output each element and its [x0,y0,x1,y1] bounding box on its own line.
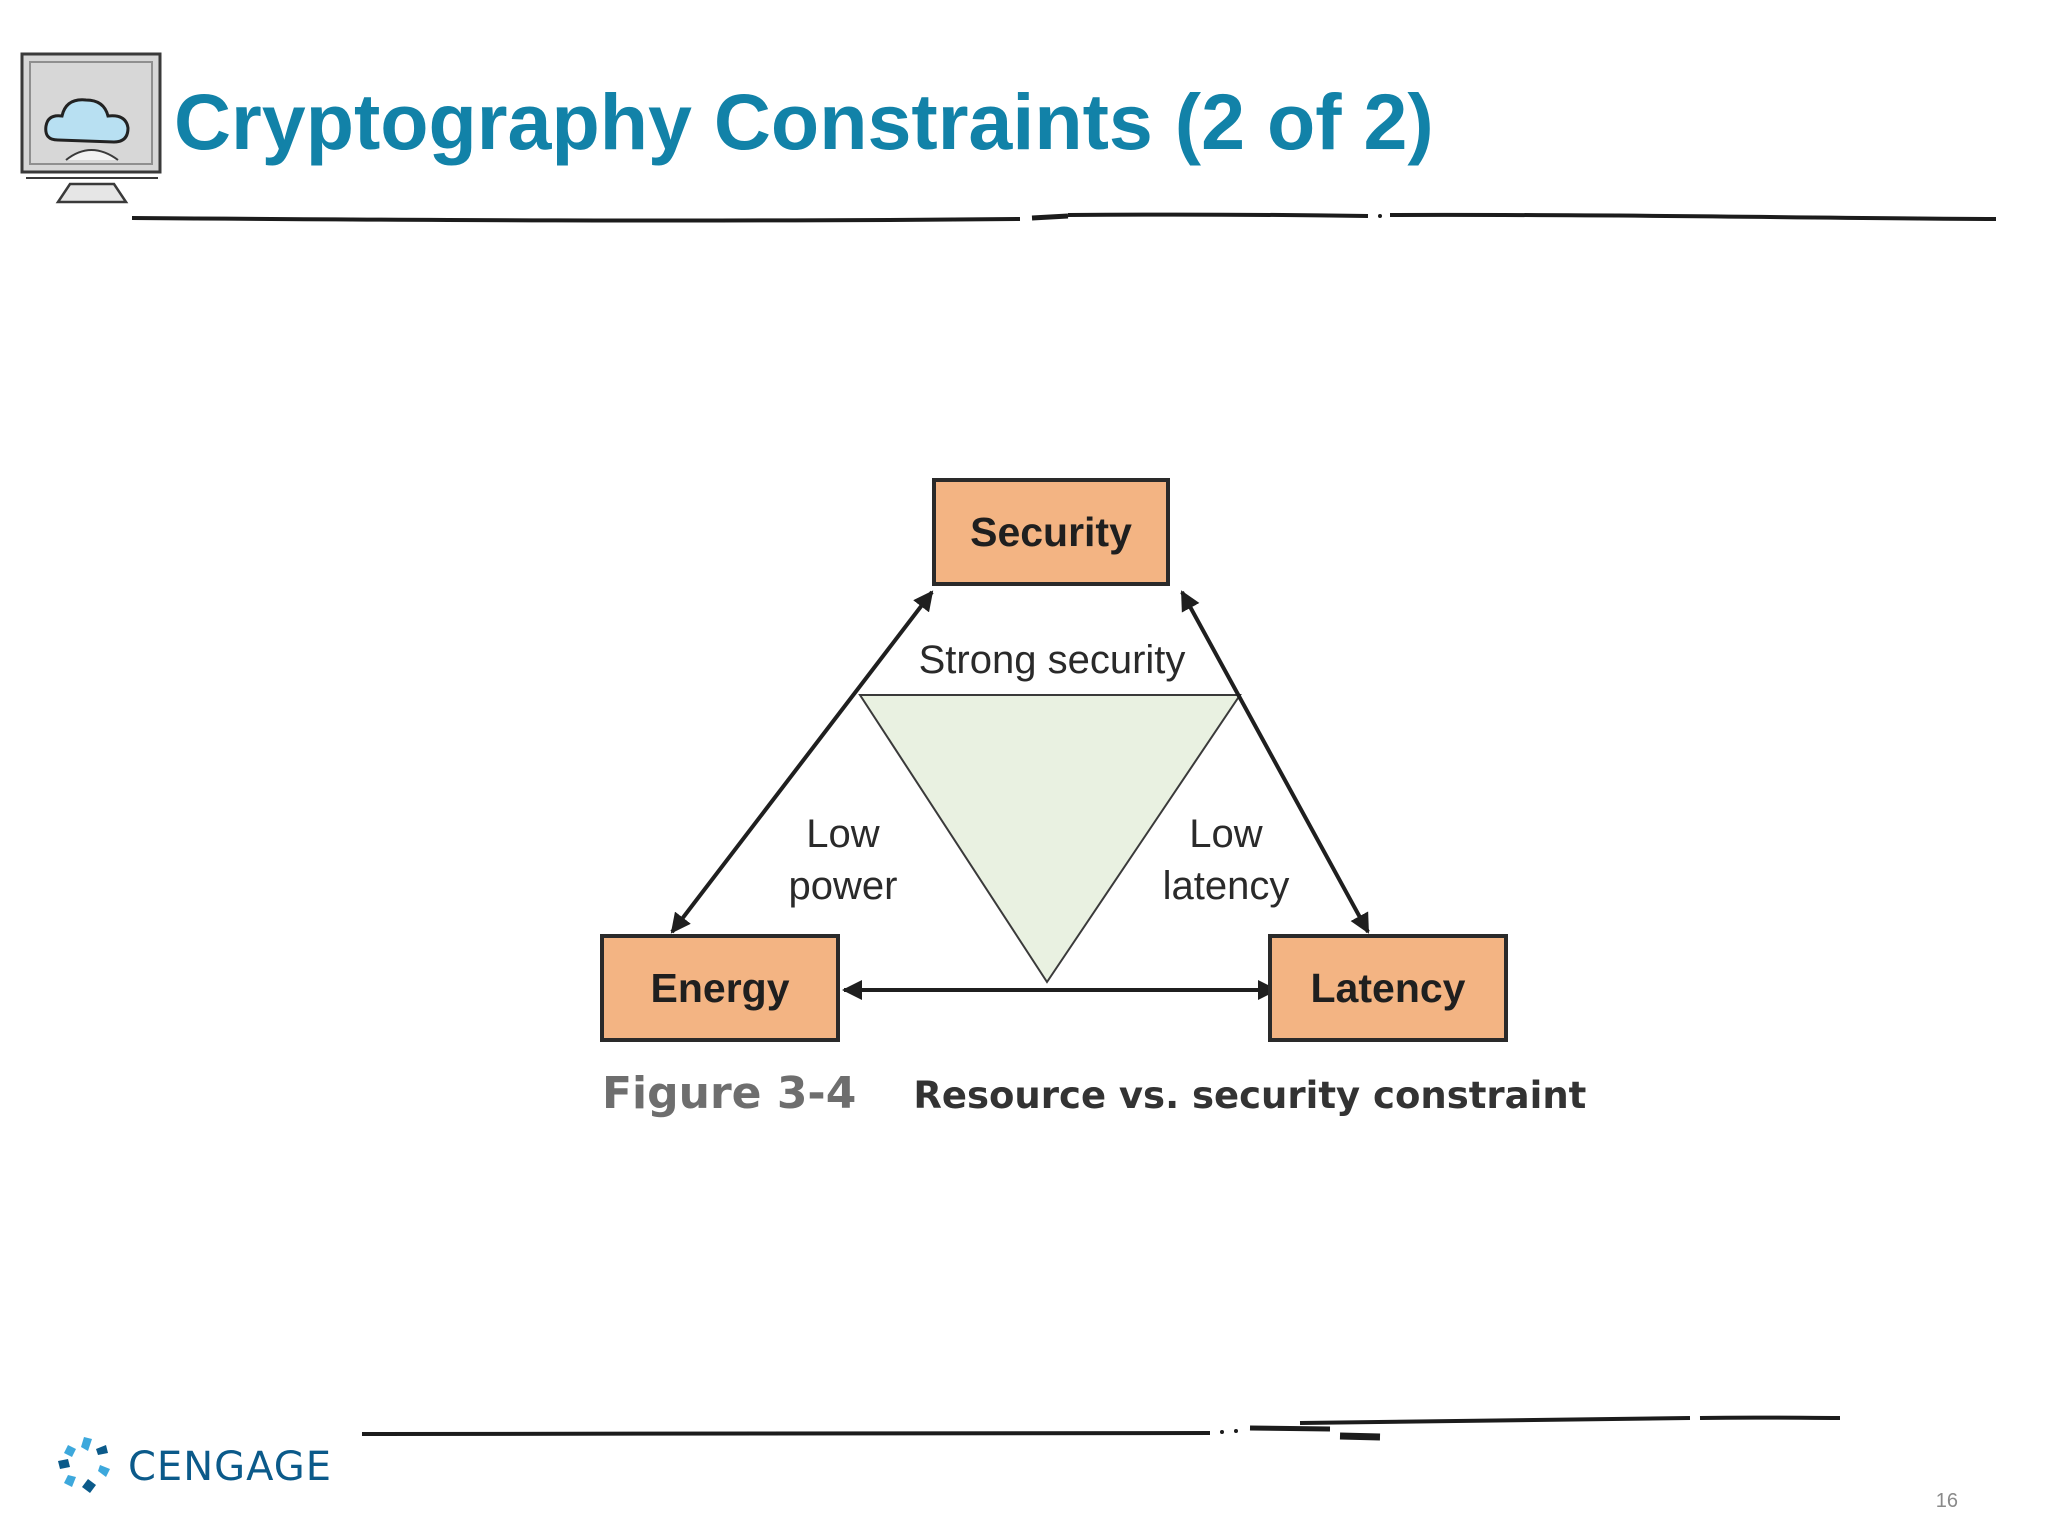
page-number: 16 [1935,1490,1958,1512]
security-node: Security [932,478,1170,586]
figure-number: Figure 3-4 [602,1068,857,1119]
cengage-logo: CENGAGE [54,1432,332,1502]
security-latency-arrow [1180,590,1370,934]
strong-security-label: Strong security [918,638,1186,682]
low-latency-line2: latency [1162,864,1290,908]
monitor-cloud-icon [18,50,166,208]
low-power-line2: power [788,864,898,908]
low-latency-label: Low latency [1146,808,1306,912]
slide-title: Cryptography Constraints (2 of 2) [174,77,1434,166]
cengage-logo-text: CENGAGE [128,1444,333,1490]
figure-caption: Figure 3-4 Resource vs. security constra… [602,1068,1586,1119]
low-power-label: Low power [768,808,918,912]
energy-node: Energy [600,934,840,1042]
latency-node: Latency [1268,934,1508,1042]
diagram-connectors [670,590,1370,1000]
low-power-line1: Low [806,812,880,856]
low-latency-line1: Low [1189,812,1263,856]
figure-caption-text: Resource vs. security constraint [913,1074,1587,1117]
cengage-logo-icon [58,1437,110,1493]
security-energy-arrow [670,590,934,934]
resource-security-diagram: Security Energy Latency Strong security … [590,470,1586,1140]
tradeoff-triangle [858,694,1242,984]
